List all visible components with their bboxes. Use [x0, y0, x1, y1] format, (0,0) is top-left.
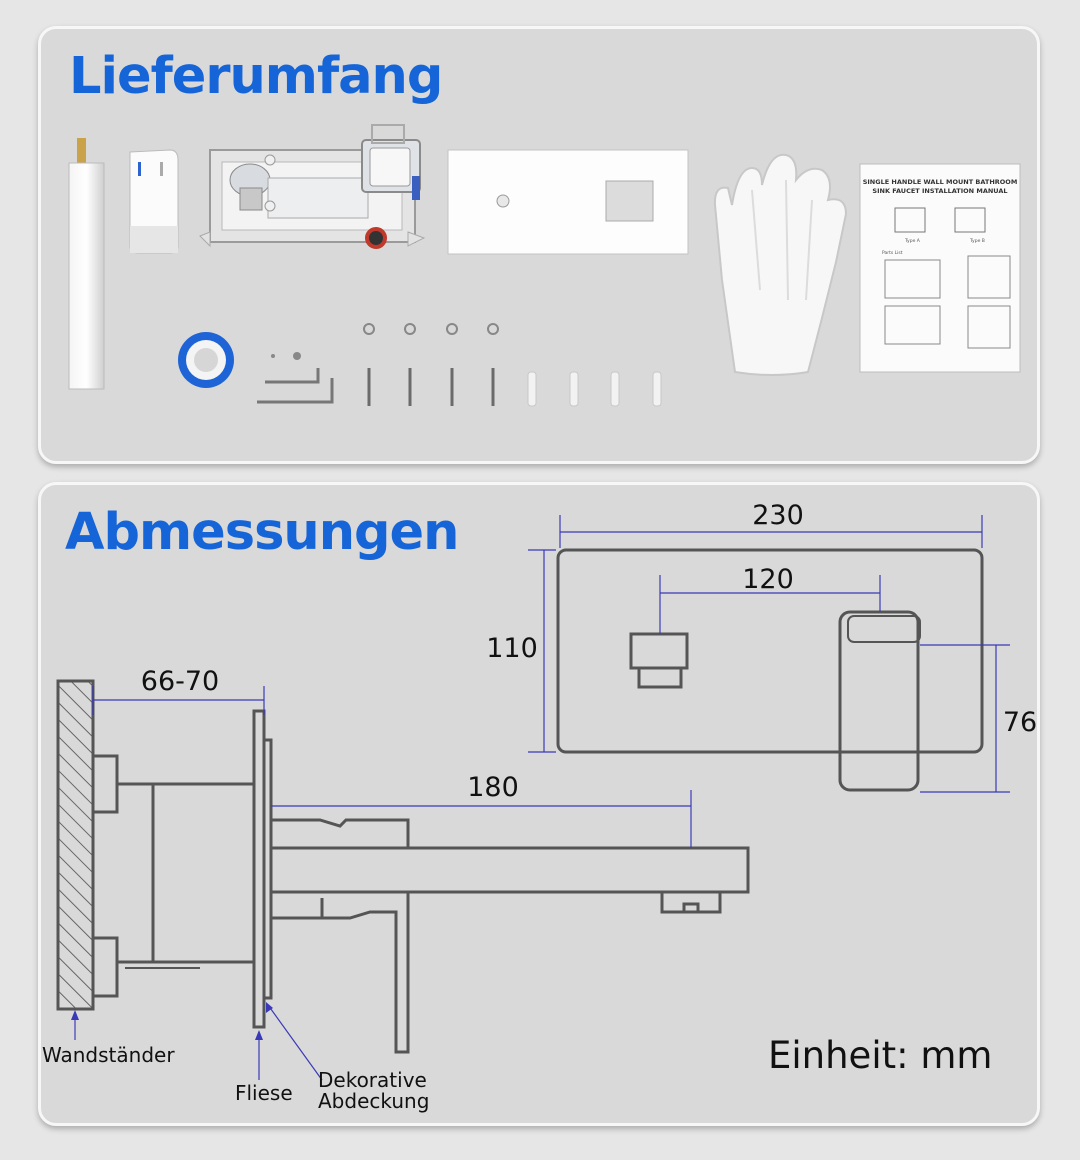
spout-item [68, 138, 105, 390]
contents-title: Lieferumfang [69, 47, 443, 106]
dimensions-title: Abmessungen [65, 503, 459, 562]
manual-title-line1: SINGLE HANDLE WALL MOUNT BATHROOM [863, 178, 1018, 186]
dimension-wall-depth: 66-70 [141, 666, 219, 697]
side-view-dimension-lines [74, 686, 692, 1081]
dimension-height: 110 [486, 633, 538, 664]
pointer-arrowheads [71, 1002, 273, 1040]
label-wall-stand: Wandständer [42, 1043, 175, 1067]
allen-keys-item [257, 352, 334, 404]
dimension-spacing: 120 [742, 564, 794, 595]
dimensions-panel: Abmessungen [38, 482, 1040, 1126]
manual-type-a: Type A [904, 238, 921, 244]
screws-and-anchors-item [363, 323, 662, 407]
cover-plate-item [447, 149, 689, 255]
dimension-width: 230 [752, 500, 804, 531]
dimension-handle-height: 76 [1003, 707, 1037, 738]
valve-box-item [199, 124, 426, 249]
front-view-dimension-lines [528, 515, 1010, 793]
manual-type-b: Type B [969, 238, 985, 244]
label-cover-line2: Abdeckung [318, 1089, 429, 1113]
label-tile: Fliese [235, 1081, 293, 1105]
manual-item: SINGLE HANDLE WALL MOUNT BATHROOM SINK F… [859, 163, 1021, 373]
dimension-spout-length: 180 [467, 772, 519, 803]
unit-label: Einheit: mm [768, 1034, 992, 1077]
manual-parts-list: Parts List [882, 250, 903, 256]
gloves-item [713, 153, 848, 376]
manual-title-line2: SINK FAUCET INSTALLATION MANUAL [872, 187, 1007, 195]
handle-item [129, 149, 179, 254]
front-view-drawing [556, 548, 984, 792]
label-cover-line1: Dekorative [318, 1068, 427, 1092]
ptfe-tape-item [178, 332, 234, 388]
side-view-drawing [56, 679, 750, 1054]
